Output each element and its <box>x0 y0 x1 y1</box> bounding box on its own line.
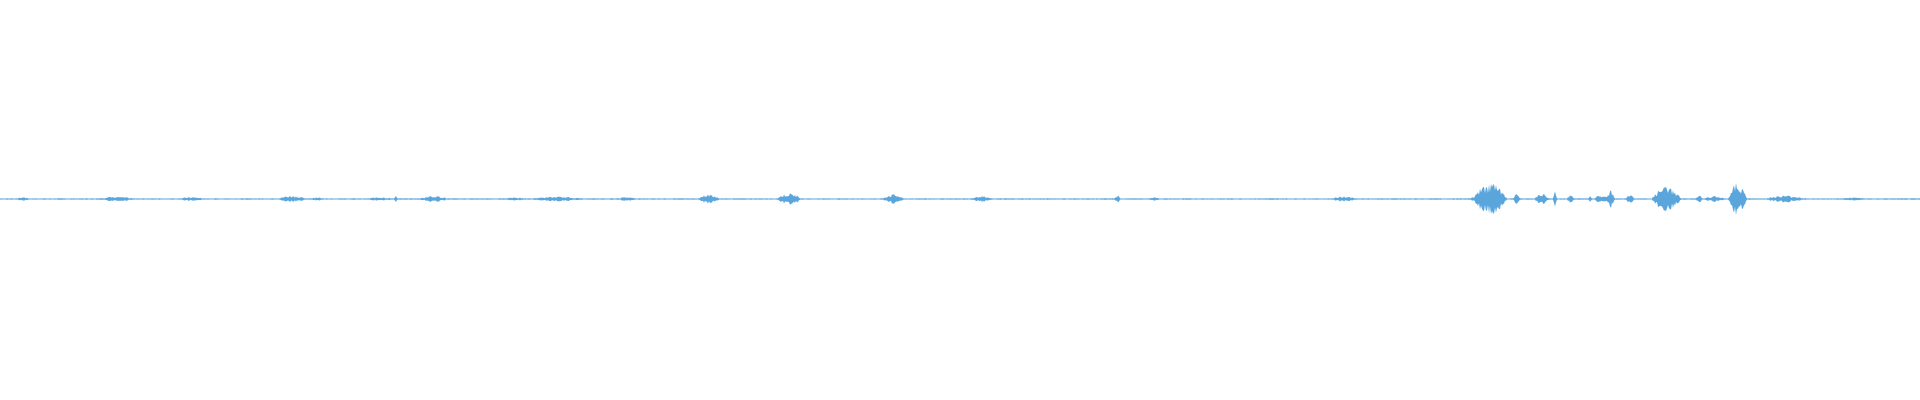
waveform-path <box>0 182 1920 216</box>
